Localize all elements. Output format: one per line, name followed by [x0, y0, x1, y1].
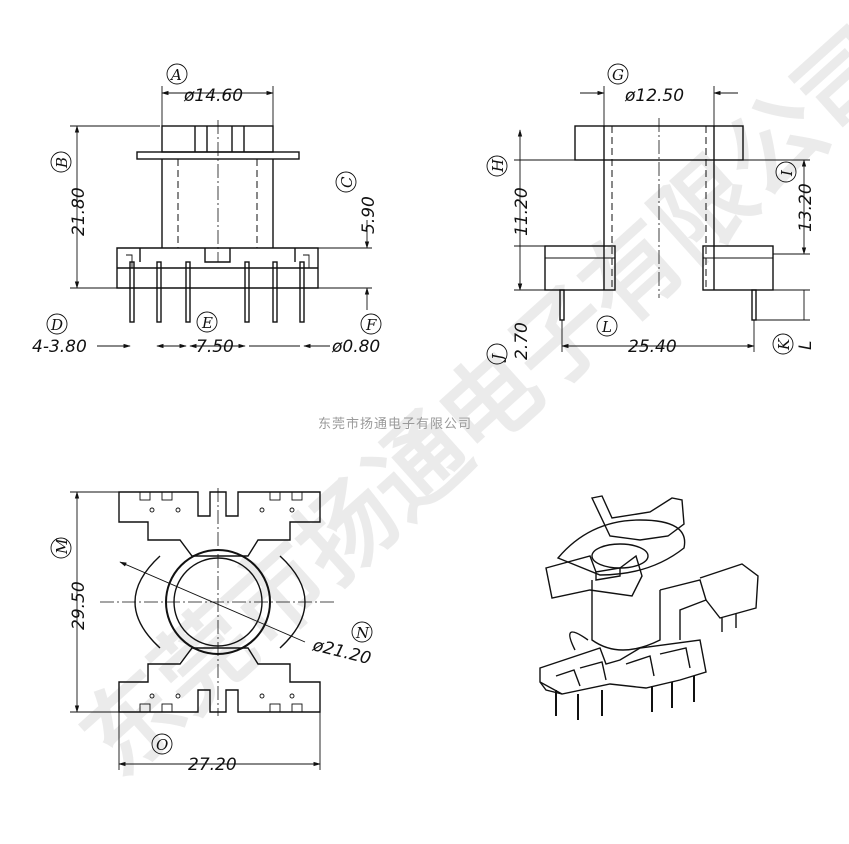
bottom-pin-holes	[149, 507, 295, 699]
company-caption: 东莞市扬通电子有限公司	[318, 416, 472, 432]
dim-j: 2.70	[512, 322, 532, 360]
dim-i: 13.20	[796, 183, 816, 232]
label-a: A	[169, 66, 182, 84]
dim-c: 5.90	[359, 196, 379, 234]
label-c: C	[338, 176, 356, 188]
label-g: G	[612, 66, 624, 84]
label-f: F	[365, 316, 377, 334]
label-j: J	[489, 353, 507, 363]
label-b: B	[53, 157, 71, 169]
label-h: H	[489, 158, 507, 173]
dim-a: ø14.60	[183, 86, 243, 106]
dim-k: L	[796, 341, 816, 350]
label-i: I	[778, 169, 796, 177]
iso-pins	[555, 676, 695, 720]
dim-h: 11.20	[512, 187, 532, 236]
label-e: E	[201, 314, 213, 332]
bottom-view: 29.50 M ø21.20 N 27.20 O	[50, 488, 373, 775]
label-l: L	[601, 318, 612, 336]
dim-m: 29.50	[69, 581, 89, 630]
label-n: N	[355, 624, 370, 642]
label-d: D	[50, 316, 63, 334]
front-view: ø14.60 A 21.80 B 5.90 C 4-3.80 7.50 ø0.8…	[32, 63, 382, 357]
isometric-view	[539, 495, 759, 720]
side-view: ø12.50 G 11.20 H 13.20 I 2.70 J 25.40 L	[486, 63, 816, 365]
front-pins	[129, 261, 305, 323]
dim-e: 7.50	[196, 337, 234, 357]
dim-o: 27.20	[188, 755, 237, 775]
dim-f: ø0.80	[331, 337, 380, 357]
dim-g: ø12.50	[624, 86, 684, 106]
bottom-notches	[139, 491, 303, 713]
dim-d: 4-3.80	[32, 337, 87, 357]
dim-l: 25.40	[628, 337, 677, 357]
dim-b: 21.80	[69, 187, 89, 236]
label-o: O	[156, 736, 168, 754]
label-m: M	[53, 538, 71, 555]
label-k: K	[775, 338, 793, 351]
